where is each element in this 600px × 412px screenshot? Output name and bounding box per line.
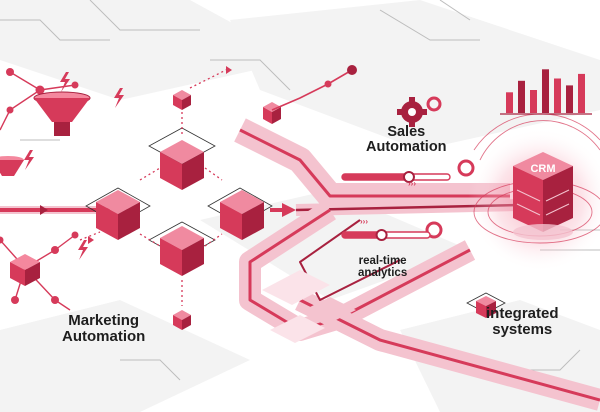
server-icon (513, 152, 573, 240)
cube-icon (220, 190, 264, 240)
bar-chart-bar (554, 78, 561, 113)
bar-chart-bar (566, 85, 573, 113)
realtime-label-line1: real-time (358, 255, 407, 267)
realtime-label-line2: analytics (358, 267, 408, 280)
gear-icon (397, 97, 427, 127)
svg-text:›››: ››› (408, 179, 416, 188)
integrated-label-line1: integrated (486, 305, 559, 322)
slider-icon: ››› (341, 171, 451, 188)
sales-automation-label: Sales Automation (366, 124, 447, 156)
cube-icon (173, 90, 191, 110)
integrated-label-line2: systems (492, 320, 553, 338)
marketing-automation-label: Marketing Automation (62, 313, 145, 345)
cube-icon (466, 292, 506, 318)
cube-icon (160, 140, 204, 190)
top-path (271, 69, 353, 111)
funnel-icon (0, 91, 91, 176)
sales-label-line1: Sales (387, 124, 426, 140)
svg-text:›››: ››› (360, 217, 368, 226)
lightning-icon (24, 72, 124, 260)
pink-tiles (262, 270, 356, 343)
marketing-label-line1: Marketing (68, 312, 140, 329)
sales-label-line2: Automation (366, 139, 447, 156)
small-arrows (88, 66, 232, 244)
cube-icon (160, 226, 204, 276)
realtime-analytics-label: real-time analytics (358, 255, 407, 279)
bar-chart-bar (506, 92, 513, 113)
arrow-icon (282, 203, 296, 217)
arrow-shaft (270, 208, 284, 212)
cube-icon (10, 254, 40, 286)
cube-icon (263, 102, 281, 124)
marketing-label-line2: Automation (62, 327, 146, 345)
gear-icon (425, 96, 475, 239)
integrated-systems-label: integrated systems (486, 306, 559, 338)
network-node-dots (0, 68, 79, 304)
input-flow-line (0, 205, 110, 215)
path-nodes (324, 65, 357, 88)
bar-chart-bar (578, 73, 585, 113)
bar-chart-bar (542, 69, 549, 113)
cube-icon (173, 310, 191, 330)
dotted-connectors (79, 67, 231, 306)
bar-chart-bar (518, 80, 525, 113)
bar-chart-icon (506, 69, 585, 113)
cube-icon (96, 190, 140, 240)
slider-icon: ››› (341, 217, 431, 241)
crm-label: CRM (530, 163, 556, 175)
bar-chart-bar (530, 90, 537, 113)
